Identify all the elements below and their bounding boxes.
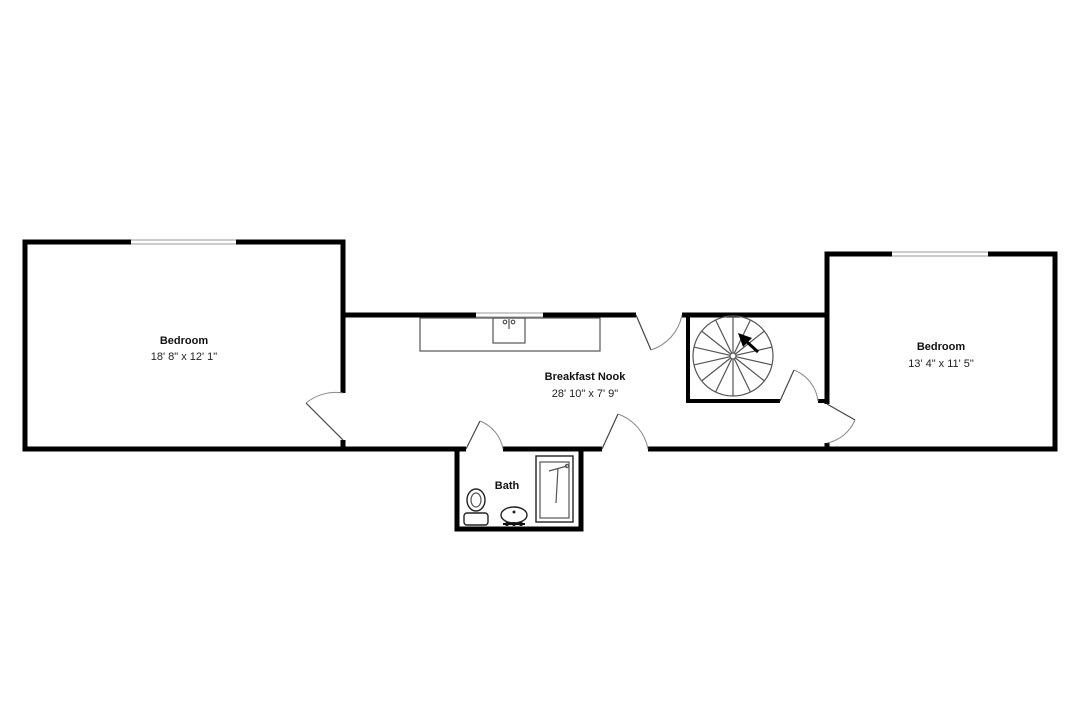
stair-tread (735, 356, 773, 366)
stair-treads (693, 316, 773, 396)
spiral-stair-icon (692, 315, 774, 397)
shower-icon (535, 455, 574, 523)
window-icon (892, 250, 988, 258)
arrow-up-left-icon (738, 333, 760, 354)
breakfast-nook-name: Breakfast Nook (545, 371, 627, 383)
windows (131, 238, 988, 319)
stair-tread (693, 346, 731, 356)
bedroom-right-name: Bedroom (917, 341, 966, 353)
bath-name: Bath (495, 480, 520, 492)
toilet-icon (463, 488, 489, 526)
counter (419, 317, 601, 352)
bedroom-right-dims: 13' 4" x 11' 5" (908, 358, 974, 370)
sink-icon (500, 506, 528, 526)
door-swing-icon (823, 403, 856, 444)
stair-tread (715, 358, 733, 393)
door-swing-icon (601, 413, 649, 453)
door-swing-icon (635, 311, 683, 351)
bedroom-left-name: Bedroom (160, 335, 209, 347)
room-labels: Bedroom 18' 8" x 12' 1" Breakfast Nook 2… (151, 335, 974, 492)
door-swing-icon (305, 391, 347, 441)
sink-icon (492, 317, 526, 344)
doors (305, 311, 856, 453)
stair-tread (715, 319, 733, 354)
bedroom-left-dims: 18' 8" x 12' 1" (151, 351, 218, 363)
stair-tread (735, 346, 773, 356)
door-swing-icon (465, 420, 504, 453)
door-swing-icon (779, 369, 819, 405)
breakfast-nook-dims: 28' 10" x 7' 9" (552, 388, 619, 400)
window-icon (476, 311, 543, 319)
stair-tread (733, 358, 751, 393)
stair-tread (693, 356, 731, 366)
stair-tread (701, 357, 732, 382)
bath-walls (454, 446, 584, 532)
stair-tread (701, 330, 732, 355)
stair-tread (734, 357, 765, 382)
window-icon (131, 238, 236, 246)
